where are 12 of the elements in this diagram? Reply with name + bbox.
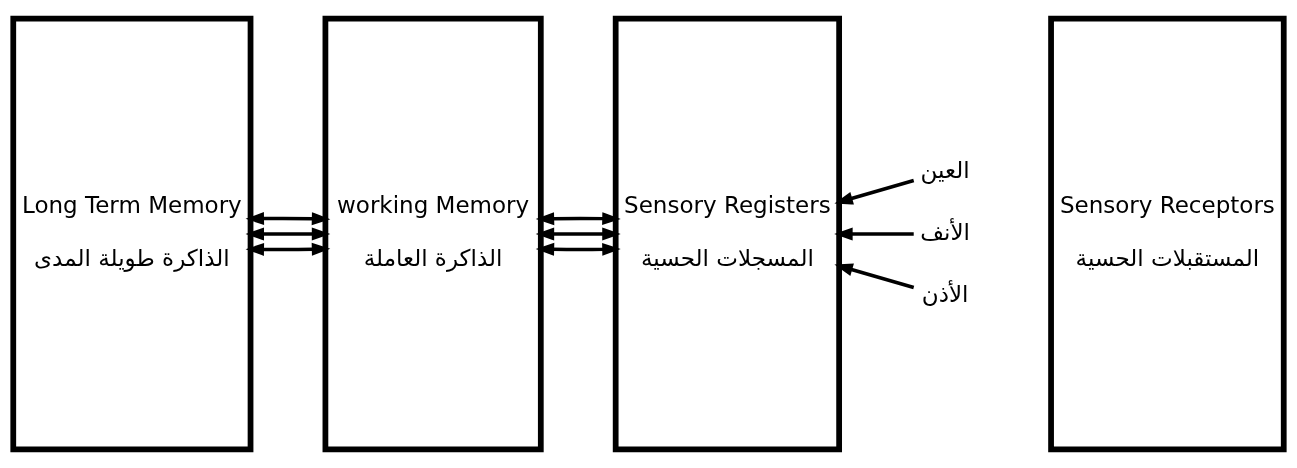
node-text: العين	[920, 156, 970, 183]
arrow	[834, 263, 915, 290]
arrow	[245, 242, 331, 256]
arrow	[535, 242, 621, 256]
arrow	[834, 227, 914, 241]
node-text: الأذن	[921, 280, 969, 307]
arrow	[535, 212, 621, 226]
arrow	[834, 178, 915, 205]
arrow	[245, 227, 331, 241]
arrow	[535, 227, 621, 241]
node-text: الأنف	[920, 218, 970, 245]
arrow	[245, 212, 331, 226]
